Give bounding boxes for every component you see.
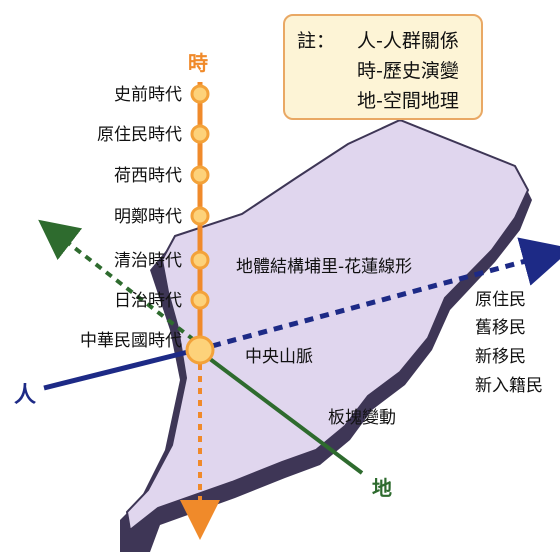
era-label: 清治時代 — [114, 251, 182, 271]
era-node-dutch-spanish — [190, 165, 210, 185]
land-axis-solid — [204, 354, 364, 475]
era-label: 原住民時代 — [97, 125, 182, 145]
era-node-ming-zheng — [190, 206, 210, 226]
structure-label: 地體結構埔里-花蓮線形 — [236, 257, 412, 277]
era-node-qing — [190, 250, 210, 270]
people-axis-solid — [43, 349, 189, 391]
era-node-aboriginal — [190, 124, 210, 144]
land-axis-dashed — [38, 219, 196, 342]
note-line-land: 地-空間地理 — [357, 90, 459, 112]
land-axis-label: 地 — [372, 476, 392, 500]
plates-label: 板塊變動 — [328, 408, 396, 428]
note-line-people: 人-人群關係 — [357, 30, 459, 52]
time-axis-label: 時 — [188, 51, 208, 75]
people-label: 舊移民 — [475, 318, 526, 338]
people-axis-label: 人 — [14, 383, 36, 408]
era-label: 荷西時代 — [114, 166, 182, 186]
island-top-shape — [125, 118, 530, 532]
era-label: 史前時代 — [114, 85, 182, 105]
people-label: 新移民 — [475, 347, 526, 367]
mountain-label: 中央山脈 — [245, 347, 313, 367]
era-label: 日治時代 — [114, 291, 182, 311]
people-label: 新入籍民 — [475, 376, 543, 396]
era-node-prehistoric — [190, 84, 210, 104]
era-node-roc — [185, 335, 215, 365]
people-label: 原住民 — [475, 290, 526, 310]
note-line-time: 時-歷史演變 — [357, 60, 459, 82]
legend-note-box: 註： 人-人群關係 時-歷史演變 地-空間地理 — [283, 14, 483, 120]
note-prefix: 註： — [297, 30, 336, 52]
era-label: 中華民國時代 — [80, 331, 182, 351]
era-label: 明鄭時代 — [114, 207, 182, 227]
people-axis-dashed — [211, 237, 560, 349]
era-node-japanese — [190, 290, 210, 310]
